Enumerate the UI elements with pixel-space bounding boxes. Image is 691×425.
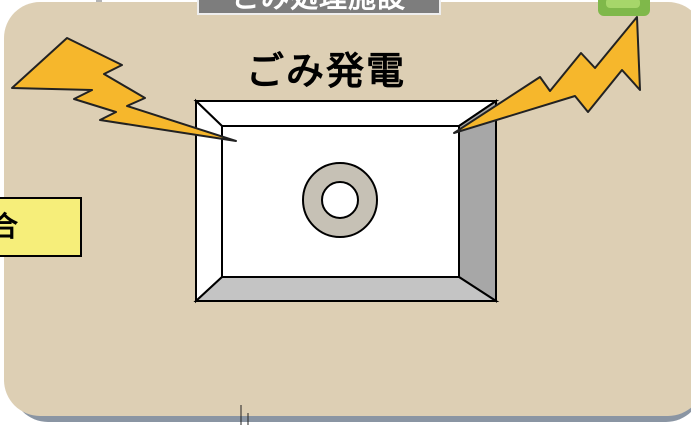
furnace-top-bevel xyxy=(193,100,500,127)
diagram-title: ごみ発電 xyxy=(245,49,406,93)
left-lightning-bolt-icon xyxy=(11,37,237,142)
furnace-bottom-bevel xyxy=(193,276,500,302)
furnace-right-bevel xyxy=(458,99,497,303)
facility-label: ごみ処理施設 xyxy=(197,0,441,15)
ring-icon xyxy=(302,162,378,238)
right-lightning-bolt-icon xyxy=(453,16,641,134)
left-label-tag-text: 合 xyxy=(0,210,18,243)
left-label-tag xyxy=(0,197,82,257)
green-badge-highlight xyxy=(606,0,640,8)
